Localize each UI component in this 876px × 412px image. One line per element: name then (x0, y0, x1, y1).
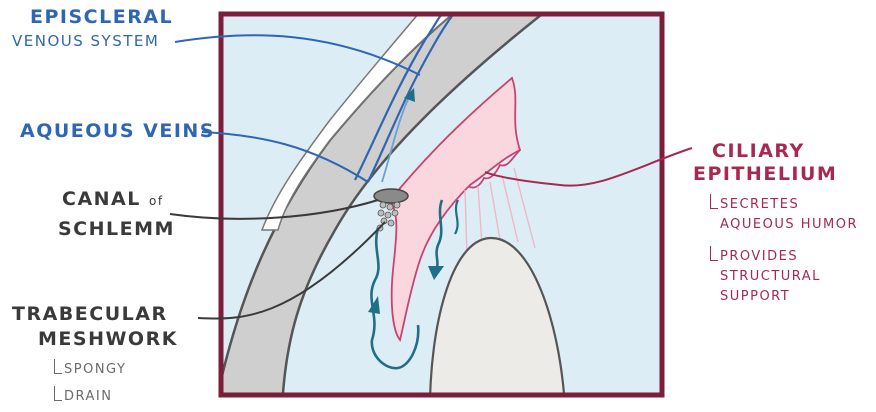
note-drain: Drain (64, 390, 112, 403)
note-drain-text: Drain (64, 389, 112, 404)
note-provides-line3: Support (720, 290, 790, 303)
note-secretes-text: Secretes (720, 197, 799, 212)
note-provides-text: Provides (720, 249, 798, 264)
label-of-word: of (149, 194, 164, 208)
label-schlemm-word: Schlemm (58, 220, 175, 239)
note-bracket-icon (54, 386, 62, 401)
note-bracket-icon (54, 359, 62, 374)
note-secretes-line1: Secretes (720, 198, 799, 211)
label-aqueous-veins: Aqueous Veins (20, 122, 215, 141)
note-bracket-icon (710, 194, 718, 209)
label-canal-word: Canal (62, 188, 141, 210)
label-ciliary-line2: Epithelium (693, 165, 837, 184)
label-ciliary-line1: Ciliary (712, 142, 805, 161)
note-provides-line1: Provides (720, 250, 798, 263)
note-bracket-icon (710, 246, 718, 261)
label-trabecular-line1: Trabecular (12, 305, 168, 324)
label-trabecular-line2: Meshwork (38, 330, 178, 349)
note-spongy: Spongy (64, 363, 126, 376)
note-provides-line2: Structural (720, 270, 821, 283)
canal-of-schlemm (374, 189, 408, 203)
note-secretes-line2: Aqueous Humor (720, 218, 858, 231)
label-episcleral-line2: Venous system (12, 34, 159, 49)
label-episcleral-line1: Episcleral (30, 8, 173, 27)
note-spongy-text: Spongy (64, 362, 126, 377)
label-canal-of-schlemm: Canal of (62, 190, 164, 209)
